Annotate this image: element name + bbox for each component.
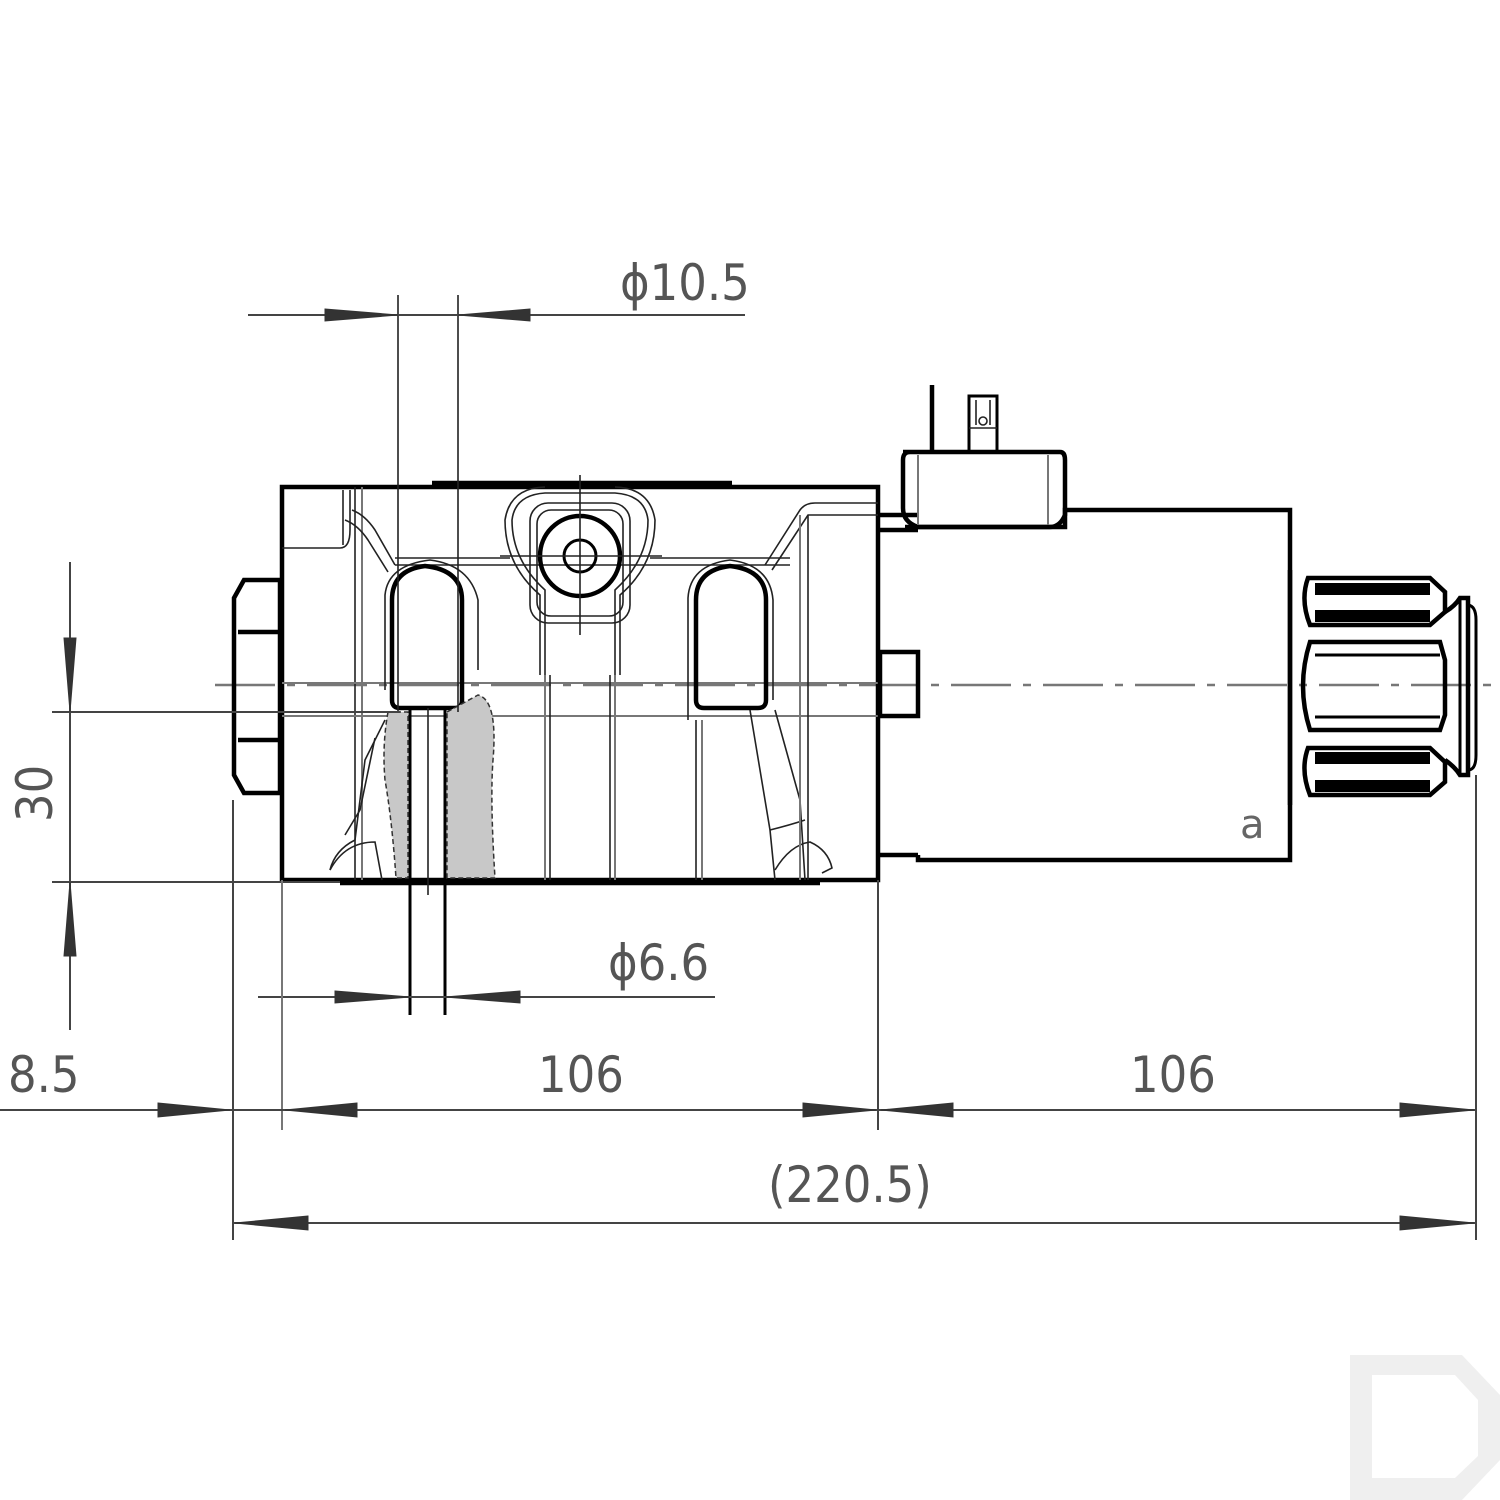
dimension-height: 30 (6, 562, 400, 1030)
manual-override-nut (1287, 570, 1478, 805)
dimension-bolt-hole-bottom: ϕ6.6 (258, 934, 715, 1004)
dimension-overall: (220.5) (233, 1156, 1476, 1231)
connector-socket (967, 394, 999, 454)
pilot-port (500, 475, 662, 880)
dimension-text-offset: 8.5 (8, 1046, 80, 1104)
dimension-row-lengths: 8.5 106 106 (0, 1046, 1476, 1118)
dimension-bolt-hole-top: ϕ10.5 (248, 254, 750, 322)
section-hatch-right (446, 694, 496, 879)
solenoid: a (877, 385, 1293, 863)
dimension-text-overall: (220.5) (768, 1156, 932, 1214)
dimension-text-bolt-top: ϕ10.5 (620, 254, 750, 312)
hex-nut (231, 577, 283, 796)
dimension-text-body-length: 106 (538, 1046, 624, 1104)
connector-plug (900, 449, 1068, 530)
logo-d-icon (1350, 1355, 1500, 1500)
dimension-text-height: 30 (6, 765, 64, 822)
solenoid-label: a (1240, 802, 1265, 848)
dimension-text-solenoid-length: 106 (1130, 1046, 1216, 1104)
dimension-text-bolt-bottom: ϕ6.6 (608, 934, 709, 992)
section-hatch-left (383, 711, 409, 879)
valve-body (279, 475, 881, 1015)
